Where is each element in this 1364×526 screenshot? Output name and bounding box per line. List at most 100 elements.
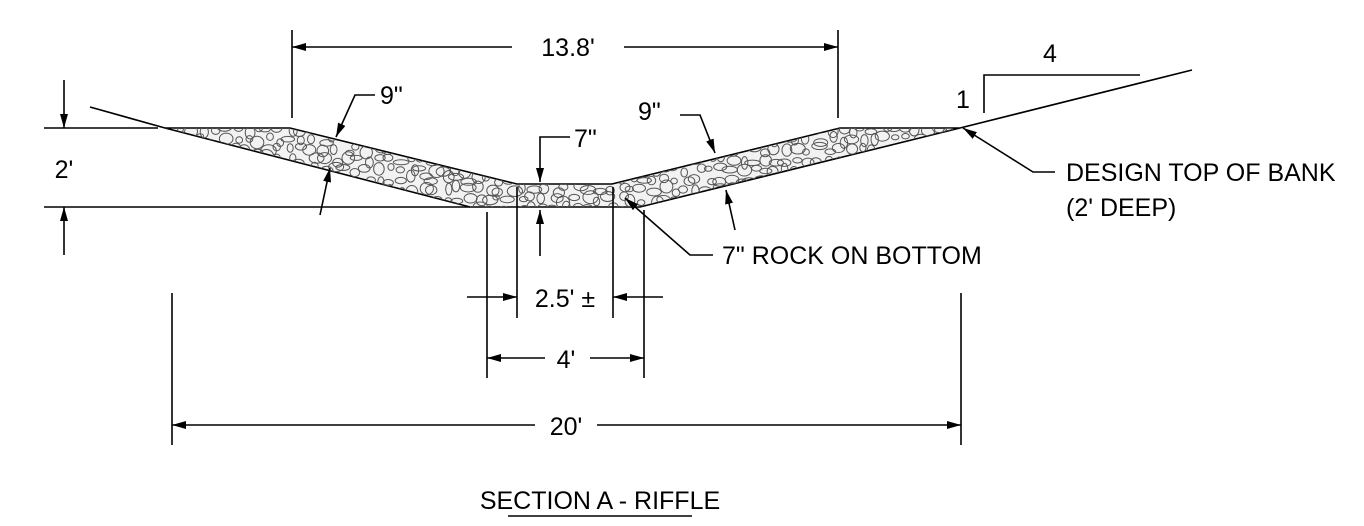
stone-shape (381, 199, 398, 207)
stone-shape (620, 206, 637, 207)
stone-shape (326, 128, 341, 131)
stone-shape (766, 205, 782, 207)
stone-shape (659, 136, 668, 143)
stone-shape (932, 136, 941, 144)
stone-shape (653, 206, 663, 207)
stone-shape (646, 187, 662, 197)
stone-shape (729, 135, 738, 144)
stone-shape (395, 166, 405, 174)
stone-shape (571, 176, 582, 183)
stone-shape (726, 155, 742, 166)
stone-shape (459, 128, 468, 134)
stone-shape (597, 133, 607, 145)
stone-shape (173, 148, 185, 157)
stone-shape (630, 141, 639, 155)
stone-shape (207, 152, 220, 166)
stone-shape (466, 134, 475, 142)
stone-shape (855, 205, 864, 207)
stone-shape (698, 128, 716, 132)
stone-shape (867, 155, 876, 170)
stone-shape (501, 209, 514, 215)
stone-shape (550, 162, 561, 171)
stone-shape (255, 128, 263, 133)
stone-shape (738, 184, 746, 192)
stone-shape (528, 163, 546, 173)
stone-shape (793, 128, 804, 134)
stone-shape (568, 193, 581, 202)
stone-shape (245, 135, 254, 143)
stone-shape (286, 143, 294, 153)
stone-shape (804, 168, 814, 178)
stone-shape (811, 171, 823, 182)
stone-shape (603, 141, 618, 156)
stone-shape (316, 144, 330, 158)
stone-shape (225, 185, 233, 195)
stone-shape (740, 156, 749, 170)
stone-shape (700, 197, 716, 204)
stone-shape (695, 141, 705, 153)
stone-shape (524, 191, 535, 202)
stone-shape (349, 168, 361, 178)
stone-shape (957, 192, 960, 204)
stone-shape (592, 196, 601, 207)
stone-shape (760, 128, 769, 134)
stone-shape (215, 151, 228, 166)
stone-shape (559, 172, 574, 182)
stone-shape (799, 182, 817, 197)
stone-shape (219, 163, 234, 171)
stone-shape (933, 181, 948, 193)
stone-shape (407, 129, 416, 144)
stone-shape (275, 192, 287, 206)
stone-shape (875, 198, 893, 207)
stone-shape (768, 158, 784, 167)
stone-shape (929, 165, 946, 178)
bed-width-dimension: 4' (486, 210, 645, 378)
stone-shape (846, 143, 859, 155)
stone-shape (343, 190, 353, 204)
left-thickness-label: 9" (380, 82, 403, 110)
stone-shape (230, 150, 239, 163)
stone-shape (846, 184, 859, 198)
stone-shape (634, 152, 649, 161)
stone-shape (335, 175, 351, 189)
stone-shape (195, 148, 212, 156)
stone-shape (952, 165, 960, 179)
stone-shape (692, 201, 707, 207)
slope-indicator: 4 1 (956, 40, 1140, 114)
stone-shape (853, 128, 866, 132)
stone-shape (923, 170, 932, 183)
section-title: SECTION A - RIFFLE (480, 487, 720, 517)
stone-shape (552, 146, 565, 155)
stone-shape (198, 151, 208, 162)
stone-shape (306, 193, 322, 203)
stone-shape (322, 128, 333, 131)
stone-shape (811, 202, 825, 207)
stone-shape (207, 173, 224, 186)
stone-shape (658, 157, 668, 165)
stone-shape (592, 156, 607, 167)
bottom-thickness-label: 7" (574, 125, 597, 153)
stone-shape (923, 142, 933, 151)
stone-shape (518, 173, 529, 183)
stone-shape (506, 185, 524, 197)
stone-shape (756, 190, 771, 204)
stone-shape (573, 151, 583, 163)
stone-shape (233, 203, 243, 207)
stone-shape (730, 199, 747, 207)
stone-shape (353, 183, 369, 190)
stone-shape (898, 128, 913, 133)
stone-shape (178, 183, 191, 194)
stone-shape (869, 198, 882, 207)
stone-shape (712, 131, 728, 146)
stone-shape (198, 183, 210, 191)
stone-shape (400, 194, 408, 206)
stone-shape (518, 205, 532, 207)
stone-shape (877, 172, 893, 184)
stone-shape (350, 191, 363, 203)
stone-shape (358, 182, 372, 194)
stone-shape (331, 196, 343, 207)
stone-shape (944, 129, 960, 144)
stone-shape (394, 176, 407, 185)
stone-shape (526, 185, 543, 194)
stone-shape (588, 165, 596, 172)
